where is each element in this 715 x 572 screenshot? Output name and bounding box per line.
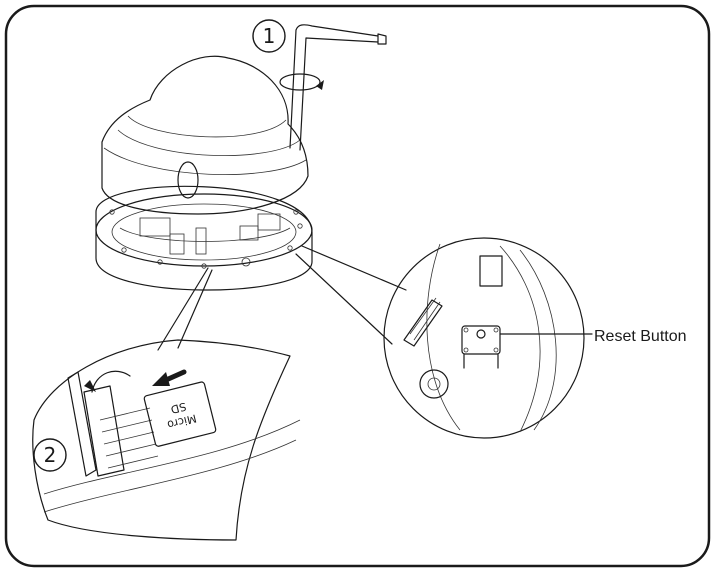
camera-cable [289, 24, 379, 149]
flip-open-arrow-icon [84, 370, 131, 393]
reset-leader-bottom [295, 253, 393, 345]
insert-card-arrow-icon [152, 369, 187, 386]
step-2-badge: 2 [33, 438, 67, 472]
detail-leader-left [157, 267, 209, 351]
dome-release-latch [177, 161, 199, 199]
detail-leader-right [177, 269, 213, 349]
step-1-badge: 1 [252, 19, 286, 53]
reset-button-label: Reset Button [594, 328, 687, 345]
reset-leader-top [301, 245, 407, 291]
rotate-arrow-icon [279, 73, 324, 91]
sd-card-slot [67, 371, 159, 477]
reset-button [461, 325, 501, 369]
micro-sd-card: Micro SD [143, 381, 217, 447]
step-2-number: 2 [44, 443, 57, 467]
internal-components [119, 213, 291, 255]
dome-cover [101, 55, 309, 215]
base-screw-holes [109, 209, 303, 269]
sd-card-label-line-2: SD [169, 400, 187, 416]
diagram-frame [4, 4, 711, 568]
step-1-number: 1 [263, 24, 276, 48]
camera-base [95, 185, 313, 291]
reset-button-detail [295, 237, 593, 439]
dome-camera [95, 24, 387, 291]
sd-card-detail: Micro SD [32, 267, 301, 541]
board-connector [403, 297, 443, 347]
